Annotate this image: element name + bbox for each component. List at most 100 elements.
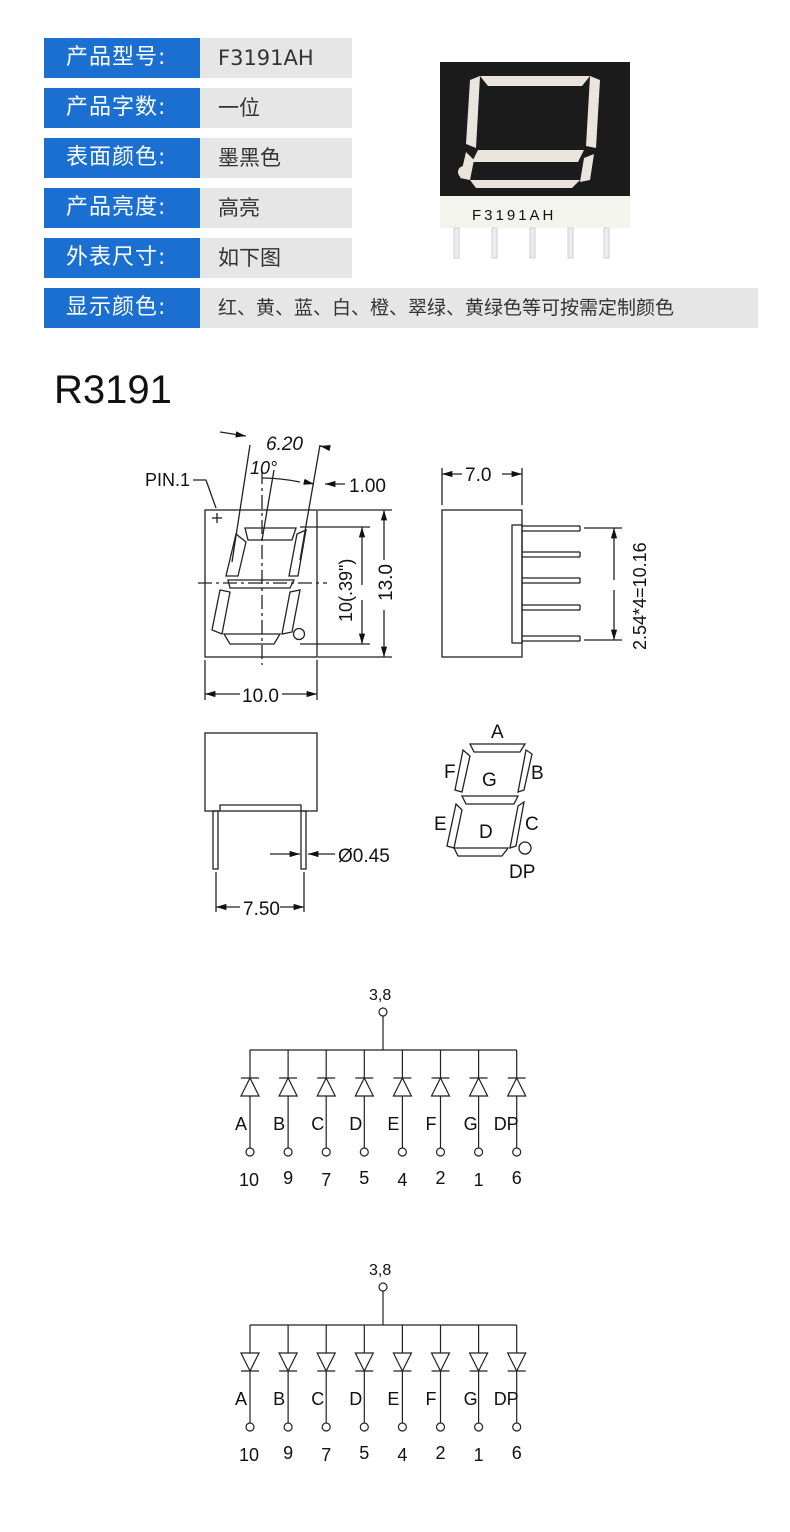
model-title: R3191: [54, 368, 172, 412]
pin-number: 9: [283, 1443, 293, 1463]
segment-label-g: G: [482, 770, 497, 791]
terminal-circle: [321, 1147, 331, 1157]
diode-symbol: [392, 1352, 413, 1373]
segment-label: A: [235, 1114, 247, 1134]
spec-row-brightness: 产品亮度: 高亮: [44, 188, 352, 228]
diode-symbol: [354, 1076, 375, 1097]
diode-symbol: [430, 1076, 451, 1097]
pin-number: 5: [359, 1168, 369, 1188]
dim-height: 13.0: [376, 564, 397, 601]
pin-number: 7: [321, 1170, 331, 1190]
terminal-circle: [435, 1147, 446, 1157]
pin-number: 6: [512, 1168, 522, 1188]
diode-symbol: [278, 1352, 299, 1373]
dim-pin-spacing: 7.50: [243, 899, 280, 920]
pin-number: 2: [436, 1168, 446, 1188]
segment-label-a: A: [491, 722, 504, 743]
side-view-body: [441, 509, 523, 658]
dim-pitch: 2.54*4=10.16: [630, 542, 650, 650]
spec-label: 产品字数:: [44, 88, 200, 128]
spec-label: 外表尺寸:: [44, 238, 200, 278]
pin-number: 1: [474, 1170, 484, 1190]
pin-number: 4: [397, 1445, 407, 1465]
diode-symbol: [506, 1352, 527, 1373]
terminal-circle: [512, 1147, 522, 1157]
segment-label-dp: DP: [509, 862, 535, 883]
segment-label-c: C: [525, 814, 539, 835]
pin-number: 1: [474, 1445, 484, 1465]
segment-label: C: [311, 1114, 324, 1134]
segment-label-b: B: [531, 763, 544, 784]
bottom-view-body: [204, 732, 318, 812]
segment-label: A: [235, 1389, 247, 1409]
terminal-circle: [283, 1422, 293, 1432]
terminal-circle: [474, 1422, 484, 1432]
dim-angle: 10°: [250, 458, 277, 478]
diode-symbol: [240, 1076, 260, 1097]
dim-seg-width: 1.00: [349, 476, 386, 497]
terminal-circle: [435, 1422, 446, 1432]
circuit-diagram-common-cathode: 3,8A 10 B 9 C 7 D 5 E 4 F 2 G 1 DP 6: [235, 987, 527, 1190]
pin-number: 6: [512, 1443, 522, 1463]
terminal-circle: [378, 1282, 388, 1292]
spec-value: 一位: [200, 88, 352, 128]
terminal-circle: [245, 1422, 255, 1432]
pin-number: 2: [436, 1443, 446, 1463]
terminal-circle: [321, 1422, 331, 1432]
pin-number: 4: [397, 1170, 407, 1190]
segment-label: D: [349, 1389, 362, 1409]
segment-label: B: [273, 1114, 285, 1134]
terminal-circle: [283, 1147, 293, 1157]
dim-width: 10.0: [242, 686, 279, 707]
segment-label: F: [426, 1114, 437, 1134]
terminal-circle: [474, 1147, 484, 1157]
spec-row-digits: 产品字数: 一位: [44, 88, 352, 128]
terminal-circle: [397, 1147, 407, 1157]
diode-symbol: [430, 1352, 451, 1373]
spec-value: 高亮: [200, 188, 352, 228]
common-pin-label: 3,8: [369, 987, 391, 1004]
segment-label-d: D: [479, 822, 493, 843]
segment-label: G: [464, 1114, 478, 1134]
terminal-circle: [359, 1147, 369, 1157]
diode-symbol: [392, 1076, 413, 1097]
terminal-circle: [512, 1422, 522, 1432]
spec-label: 产品亮度:: [44, 188, 200, 228]
segment-label: DP: [494, 1114, 519, 1134]
diode-symbol: [468, 1352, 489, 1373]
pin-number: 10: [239, 1170, 259, 1190]
spec-value: 墨黑色: [200, 138, 352, 178]
spec-row-surface-color: 表面颜色: 墨黑色: [44, 138, 352, 178]
diode-symbol: [506, 1076, 527, 1097]
segment-label: B: [273, 1389, 285, 1409]
terminal-circle: [378, 1007, 388, 1017]
segment-label-e: E: [434, 814, 447, 835]
terminal-circle: [245, 1147, 255, 1157]
common-pin-label: 3,8: [369, 1262, 391, 1279]
spec-label: 显示颜色:: [44, 288, 200, 328]
spec-value: 如下图: [200, 238, 352, 278]
segment-label: G: [464, 1389, 478, 1409]
dim-pin-diameter: Ø0.45: [338, 846, 390, 867]
diode-symbol: [316, 1076, 337, 1097]
terminal-circle: [359, 1422, 369, 1432]
spec-label: 产品型号:: [44, 38, 200, 78]
part-marking: F3191AH: [472, 207, 556, 224]
pin-number: 9: [283, 1168, 293, 1188]
spec-row-model: 产品型号: F3191AH: [44, 38, 352, 78]
spec-value: 红、黄、蓝、白、橙、翠绿、黄绿色等可按需定制颜色: [200, 288, 758, 328]
spec-value: F3191AH: [200, 38, 352, 78]
dim-top-width: 6.20: [266, 434, 303, 455]
pin-number: 10: [239, 1445, 259, 1465]
segment-label: DP: [494, 1389, 519, 1409]
dim-digit-height: 10(.39"): [336, 559, 356, 622]
pin-number: 5: [359, 1443, 369, 1463]
dim-depth: 7.0: [465, 465, 491, 486]
spec-row-display-color: 显示颜色: 红、黄、蓝、白、橙、翠绿、黄绿色等可按需定制颜色: [44, 288, 758, 328]
diode-symbol: [240, 1352, 260, 1373]
diode-symbol: [316, 1352, 337, 1373]
segment-label: E: [387, 1114, 399, 1134]
product-photo: F3191AH: [440, 62, 630, 259]
segment-label: D: [349, 1114, 362, 1134]
